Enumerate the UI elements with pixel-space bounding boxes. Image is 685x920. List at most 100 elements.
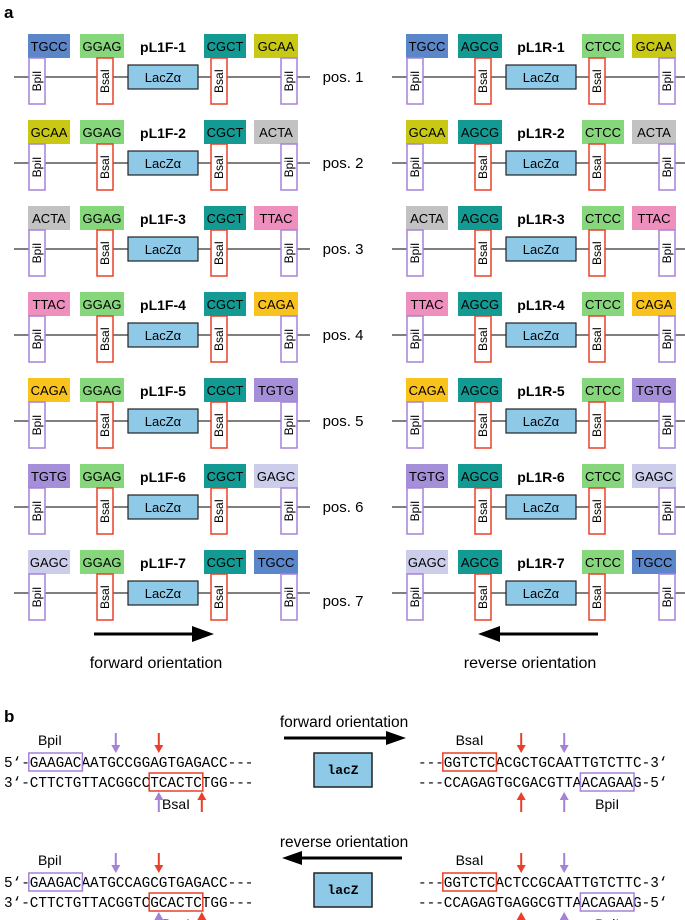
- lacz-label: LacZα: [145, 70, 182, 85]
- cut-site-arrow: [516, 792, 526, 812]
- overhang-label: GCAA: [409, 125, 446, 140]
- bsai-label: BsaI: [476, 155, 490, 179]
- bpil-site-box: BpiI: [28, 487, 46, 535]
- overhang-box: GGAG: [80, 206, 124, 230]
- sequence-strand: ---GGTCTCACTCCGCAATTGTCTTC-3‘: [418, 876, 667, 892]
- overhang-label: CTCC: [585, 297, 621, 312]
- overhang-box: GGAG: [80, 378, 124, 402]
- bpil-site-box: BpiI: [280, 229, 298, 277]
- bpil-label: BpiI: [408, 71, 422, 92]
- construct-name: pL1R-4: [517, 297, 565, 313]
- panel-b-label: b: [4, 707, 14, 726]
- bsai-label: BsaI: [212, 327, 226, 351]
- bsai-site-box: BsaI: [588, 573, 606, 621]
- bpil-site-box: BpiI: [28, 315, 46, 363]
- bpil-site-box: BpiI: [658, 401, 676, 449]
- overhang-label: AGCG: [461, 211, 499, 226]
- overhang-box: ACTA: [254, 120, 298, 144]
- lacz-label: LacZα: [523, 242, 560, 257]
- bsai-site-box: BsaI: [474, 401, 492, 449]
- bsai-label: BsaI: [98, 585, 112, 609]
- overhang-label: GGAG: [82, 297, 121, 312]
- bpil-label: BpiI: [660, 243, 674, 264]
- bsai-site-box: BsaI: [96, 315, 114, 363]
- overhang-box: AGCG: [458, 34, 502, 58]
- overhang-box: CGCT: [204, 292, 246, 316]
- bsai-site-box: BsaI: [210, 315, 228, 363]
- overhang-label: GGAG: [82, 469, 121, 484]
- overhang-label: TGTG: [636, 383, 672, 398]
- bsai-label: BsaI: [476, 241, 490, 265]
- bpil-site-box: BpiI: [406, 487, 424, 535]
- overhang-box: CAGA: [254, 292, 298, 316]
- overhang-label: CGCT: [207, 39, 244, 54]
- bpil-site-box: BpiI: [28, 573, 46, 621]
- overhang-box: TGCC: [632, 550, 676, 574]
- bpil-site-box: BpiI: [658, 315, 676, 363]
- construct-name: pL1R-1: [517, 39, 565, 55]
- bsai-label: BsaI: [212, 69, 226, 93]
- bsai-site-box: BsaI: [474, 573, 492, 621]
- orientation-label: reverse orientation: [280, 834, 408, 851]
- bsai-label: BsaI: [98, 241, 112, 265]
- sequence-strand: ---CCAGAGTGCGACGTTAACAGAAG-5‘: [418, 776, 667, 792]
- orientation-label: forward orientation: [280, 714, 408, 731]
- bsai-site-box: BsaI: [474, 57, 492, 105]
- lacz-box: LacZα: [505, 236, 577, 262]
- forward-orientation-label: forward orientation: [90, 655, 223, 672]
- bpil-site-box: BpiI: [280, 401, 298, 449]
- overhang-label: CAGA: [636, 297, 673, 312]
- overhang-box: GGAG: [80, 34, 124, 58]
- sequence-strand: 5‘-GAAGACAATGCCAGCGTGAGACC---: [4, 876, 253, 892]
- overhang-label: CTCC: [585, 211, 621, 226]
- overhang-label: CTCC: [585, 39, 621, 54]
- overhang-label: ACTA: [637, 125, 671, 140]
- overhang-label: CTCC: [585, 469, 621, 484]
- overhang-label: TGCC: [258, 555, 295, 570]
- overhang-box: CGCT: [204, 464, 246, 488]
- bsai-label: BsaI: [590, 499, 604, 523]
- overhang-box: CTCC: [582, 550, 624, 574]
- bsai-label: BsaI: [476, 499, 490, 523]
- bpil-site-box: BpiI: [280, 573, 298, 621]
- lacz-box: LacZα: [505, 580, 577, 606]
- lacz-box: LacZα: [505, 494, 577, 520]
- overhang-box: GCAA: [28, 120, 70, 144]
- pos-label: pos. 3: [323, 241, 364, 258]
- pos-label: pos. 1: [323, 69, 364, 86]
- overhang-box: GGAG: [80, 292, 124, 316]
- bsai-site-box: BsaI: [96, 57, 114, 105]
- overhang-label: TGCC: [636, 555, 673, 570]
- bpil-label: BpiI: [408, 587, 422, 608]
- bsai-label: BsaI: [212, 499, 226, 523]
- overhang-label: AGCG: [461, 39, 499, 54]
- cut-site-arrow: [559, 733, 569, 753]
- bpil-site-box: BpiI: [658, 573, 676, 621]
- overhang-label: TTAC: [260, 211, 293, 226]
- overhang-box: CGCT: [204, 120, 246, 144]
- bpil-site-box: BpiI: [280, 315, 298, 363]
- lacz-label: LacZα: [523, 328, 560, 343]
- bsai-label: BsaI: [456, 732, 484, 748]
- lacz-label: LacZα: [145, 586, 182, 601]
- cut-site-arrow: [154, 733, 164, 753]
- overhang-label: CAGA: [31, 383, 68, 398]
- overhang-label: GAGC: [257, 469, 295, 484]
- overhang-box: AGCG: [458, 206, 502, 230]
- bsai-label: BsaI: [476, 327, 490, 351]
- bpil-label: BpiI: [30, 415, 44, 436]
- lacz-label: LacZα: [145, 414, 182, 429]
- cut-site-arrow: [559, 912, 569, 920]
- bpil-site-box: BpiI: [406, 57, 424, 105]
- bsai-site-box: BsaI: [588, 143, 606, 191]
- bsai-label: BsaI: [476, 69, 490, 93]
- bpil-label: BpiI: [30, 243, 44, 264]
- overhang-box: TTAC: [632, 206, 676, 230]
- bsai-label: BsaI: [212, 585, 226, 609]
- overhang-label: TTAC: [638, 211, 671, 226]
- bsai-site-box: [442, 872, 498, 892]
